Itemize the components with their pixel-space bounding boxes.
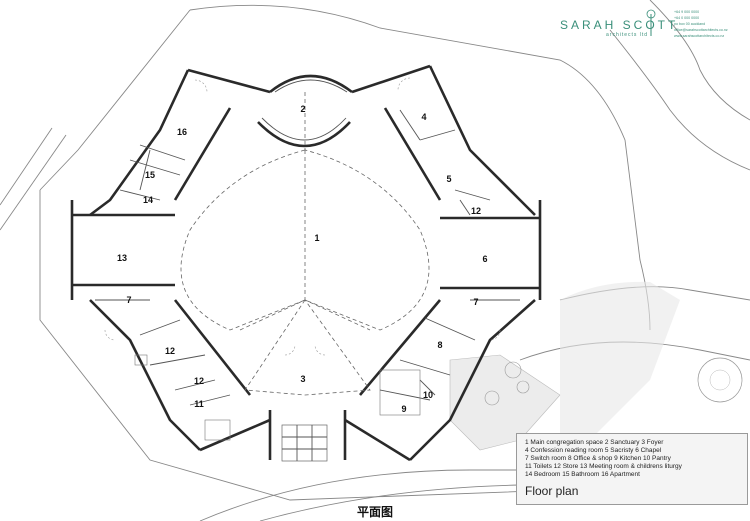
room-number-pantry: 10 (423, 390, 433, 400)
interior-partitions (95, 109, 520, 441)
legend-line: 1 Main congregation space 2 Sanctuary 3 … (525, 439, 664, 446)
room-number-main: 1 (314, 233, 319, 243)
landscape-area (449, 281, 743, 470)
firm-logo-suffix: architects ltd (606, 32, 649, 38)
room-number-meeting: 13 (117, 253, 127, 263)
legend-line: 14 Bedroom 15 Bathroom 16 Apartment (525, 471, 640, 478)
congregation-layout (180, 92, 430, 396)
room-numbers: 1 2 3 4 5 6 7 7 8 9 10 11 12 12 12 13 14… (117, 104, 488, 414)
room-number-switch-right: 7 (473, 297, 478, 307)
caption: 平面图 (356, 505, 393, 519)
contact-line: www.sarahscottarchitects.co.nz (674, 34, 725, 38)
contact-line: +64 9 000 0000 (674, 10, 700, 14)
legend-title: Floor plan (525, 484, 579, 498)
legend-line: 7 Switch room 8 Office & shop 9 Kitchen … (525, 455, 671, 462)
room-number-chapel: 6 (482, 254, 487, 264)
legend-panel: 1 Main congregation space 2 Sanctuary 3 … (516, 433, 748, 505)
room-number-switch-left: 7 (126, 295, 131, 305)
room-number-store-lower: 12 (194, 376, 204, 386)
room-number-office: 8 (437, 340, 442, 350)
firm-logo-name: SARAH SCOTT (560, 18, 679, 32)
room-number-sanctuary: 2 (300, 104, 305, 114)
room-number-foyer: 3 (300, 374, 305, 384)
legend-line: 4 Confession reading room 5 Sacristy 6 C… (525, 447, 662, 454)
building-walls (70, 64, 542, 462)
room-number-toilets: 11 (194, 399, 204, 409)
room-number-store-left: 12 (165, 346, 175, 356)
room-number-sacristy: 5 (446, 174, 451, 184)
room-number-confession: 4 (421, 112, 426, 122)
room-number-apartment: 16 (177, 127, 187, 137)
room-number-store-right: 12 (471, 206, 481, 216)
logo-tree-icon (646, 9, 656, 36)
room-number-bathroom: 15 (145, 170, 155, 180)
contact-line: po box 00 auckland (674, 22, 706, 26)
legend-line: 11 Toilets 12 Store 13 Meeting room & ch… (525, 463, 682, 470)
room-number-kitchen: 9 (401, 404, 406, 414)
contact-line: +64 0 000 0000 (674, 16, 700, 20)
sanctuary-apse (257, 74, 353, 148)
room-number-bedroom: 14 (143, 195, 153, 205)
contact-line: office@sarahscottarchitects.co.nz (674, 28, 728, 32)
door-swings (104, 77, 501, 462)
